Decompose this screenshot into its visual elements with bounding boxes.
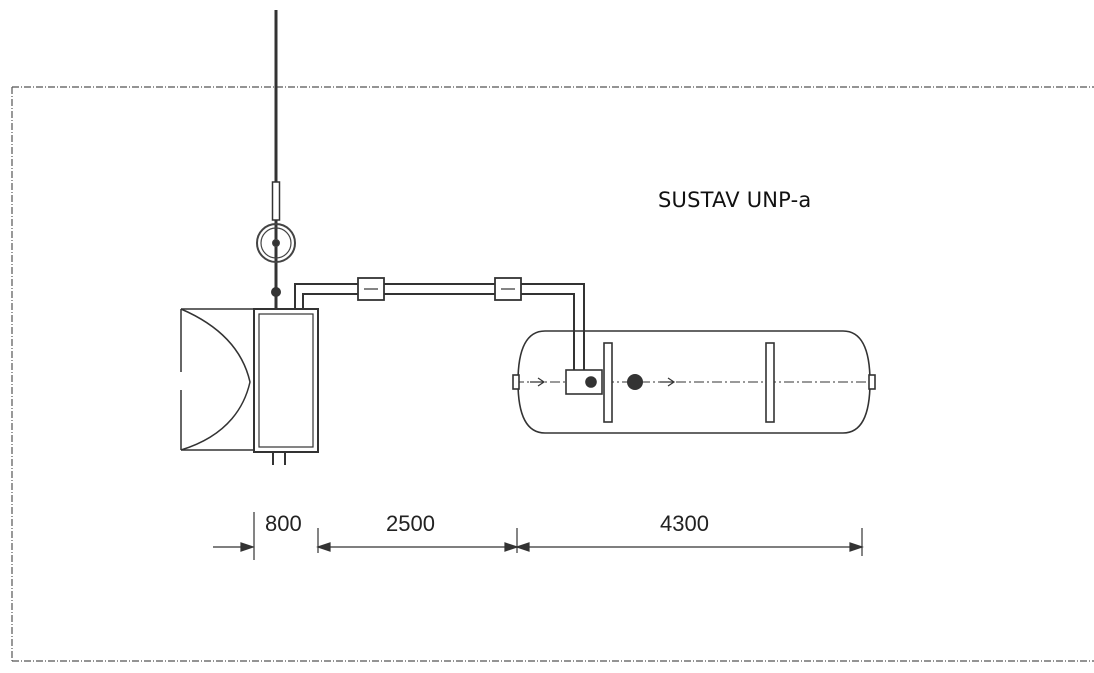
dimension-label-2500: 2500: [386, 511, 435, 536]
building-outline: [180, 308, 255, 451]
valve-ring: [256, 223, 296, 297]
pipe-fitting-2: [494, 277, 522, 301]
site-boundary: [11, 86, 1094, 662]
connecting-pipeline: [294, 283, 585, 384]
lpg-tank: [512, 330, 876, 434]
dimension-label-4300: 4300: [660, 511, 709, 536]
vaporizer-box: [253, 308, 319, 465]
dimension-lines: [213, 512, 864, 560]
pipe-fitting-1: [357, 277, 385, 301]
dimension-label-800: 800: [265, 511, 302, 536]
diagram-title: SUSTAV UNP-a: [658, 188, 812, 212]
vent-pipe: [271, 10, 281, 308]
